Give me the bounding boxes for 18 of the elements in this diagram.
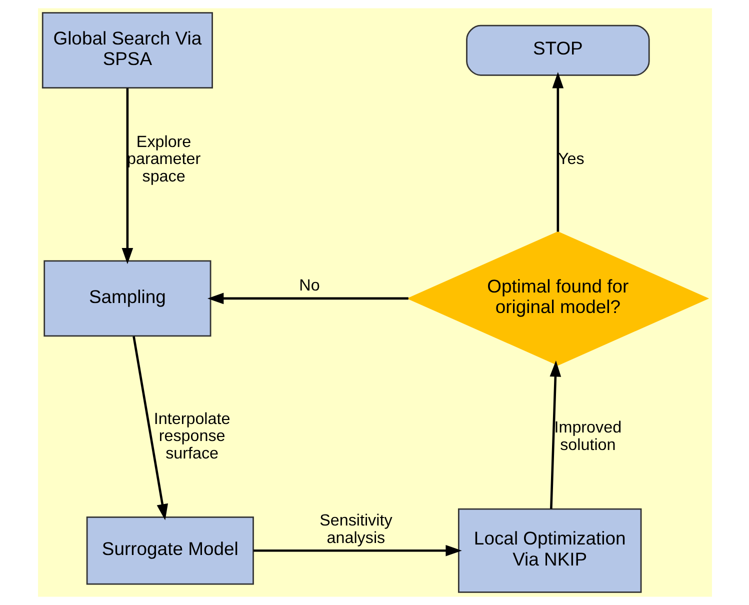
node-box: Surrogate Model xyxy=(86,516,254,585)
node-diamond: Optimal found for original model? xyxy=(406,231,709,366)
arrow xyxy=(252,544,462,556)
edge-label: Yes xyxy=(558,150,584,168)
arrow xyxy=(132,336,168,520)
edge-label: Improved solution xyxy=(554,418,622,454)
edge-label: Sensitivity analysis xyxy=(319,511,392,547)
edge-label: Interpolate response surface xyxy=(153,410,230,463)
edge-label: Explore parameter space xyxy=(126,132,200,186)
arrow xyxy=(206,292,408,304)
edge-label: No xyxy=(298,276,320,295)
arrow xyxy=(121,88,133,264)
node-box: Local Optimization Via NKIP xyxy=(457,508,642,593)
node-box: STOP xyxy=(466,24,650,76)
arrow xyxy=(549,360,561,509)
arrow xyxy=(552,72,564,232)
node-box: Sampling xyxy=(43,260,211,337)
node-box: Global Search Via SPSA xyxy=(41,12,212,89)
